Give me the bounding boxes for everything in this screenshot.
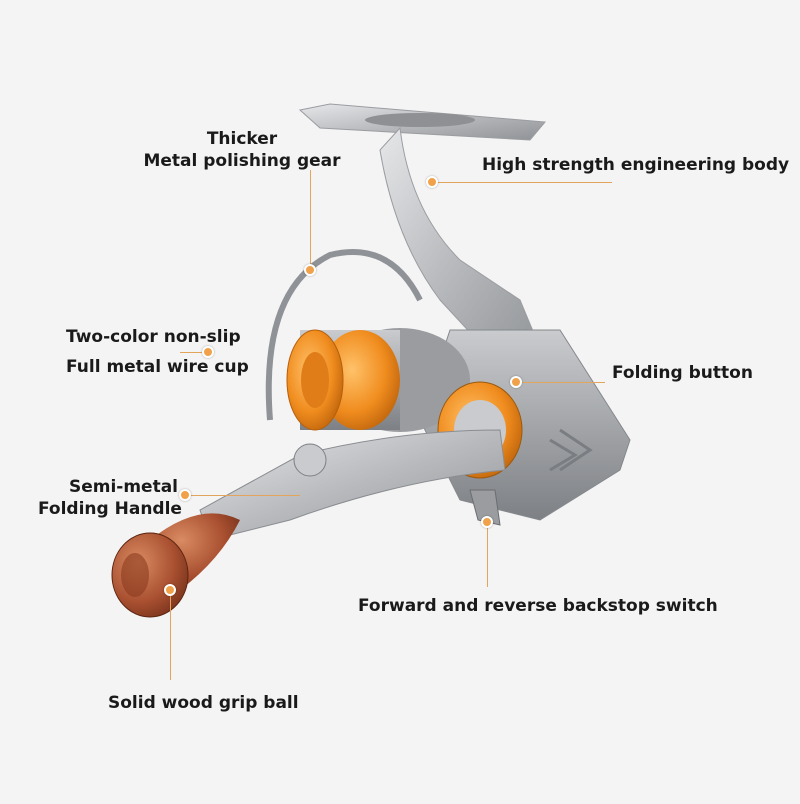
callout-line-wire-cup: [180, 352, 208, 353]
handle-arm: [199, 429, 506, 541]
backstop-switch: [469, 489, 501, 526]
callout-dot-body: [426, 176, 438, 188]
callout-wire-cup-label: Two-color non-slip Full metal wire cup: [66, 322, 249, 382]
callout-gear-line2: Metal polishing gear: [143, 151, 341, 171]
callout-handle-line2: Folding Handle: [38, 499, 182, 519]
callout-line-backstop: [487, 522, 488, 587]
callout-dot-backstop: [481, 516, 493, 528]
callout-line-gear: [310, 170, 311, 270]
callout-gear-line1: Thicker: [206, 129, 278, 149]
callout-folding-button-label: Folding button: [612, 363, 753, 383]
callout-handle-label: Semi-metal Folding Handle: [38, 476, 182, 520]
callout-dot-gear: [304, 264, 316, 276]
spool-orange-band: [320, 330, 400, 430]
callout-line-handle: [185, 495, 300, 496]
callout-grip-label: Solid wood grip ball: [108, 693, 299, 713]
callout-line-grip: [170, 590, 171, 680]
callout-gear-label: Thicker Metal polishing gear: [132, 128, 352, 172]
bail-wire: [265, 249, 423, 421]
callout-dot-grip: [164, 584, 176, 596]
callout-dot-folding-button: [510, 376, 522, 388]
callout-body-label: High strength engineering body: [482, 155, 790, 175]
callout-dot-wire-cup: [202, 346, 214, 358]
reel-foot-slot: [365, 113, 475, 127]
callout-dot-handle: [179, 489, 191, 501]
callout-line-folding-button: [515, 382, 605, 383]
callout-wire-cup-line2: Full metal wire cup: [66, 357, 249, 377]
callout-line-body: [432, 182, 612, 183]
callout-handle-line1: Semi-metal: [68, 477, 178, 497]
callout-wire-cup-line1: Two-color non-slip: [66, 327, 241, 347]
callout-backstop-label: Forward and reverse backstop switch: [358, 596, 718, 616]
